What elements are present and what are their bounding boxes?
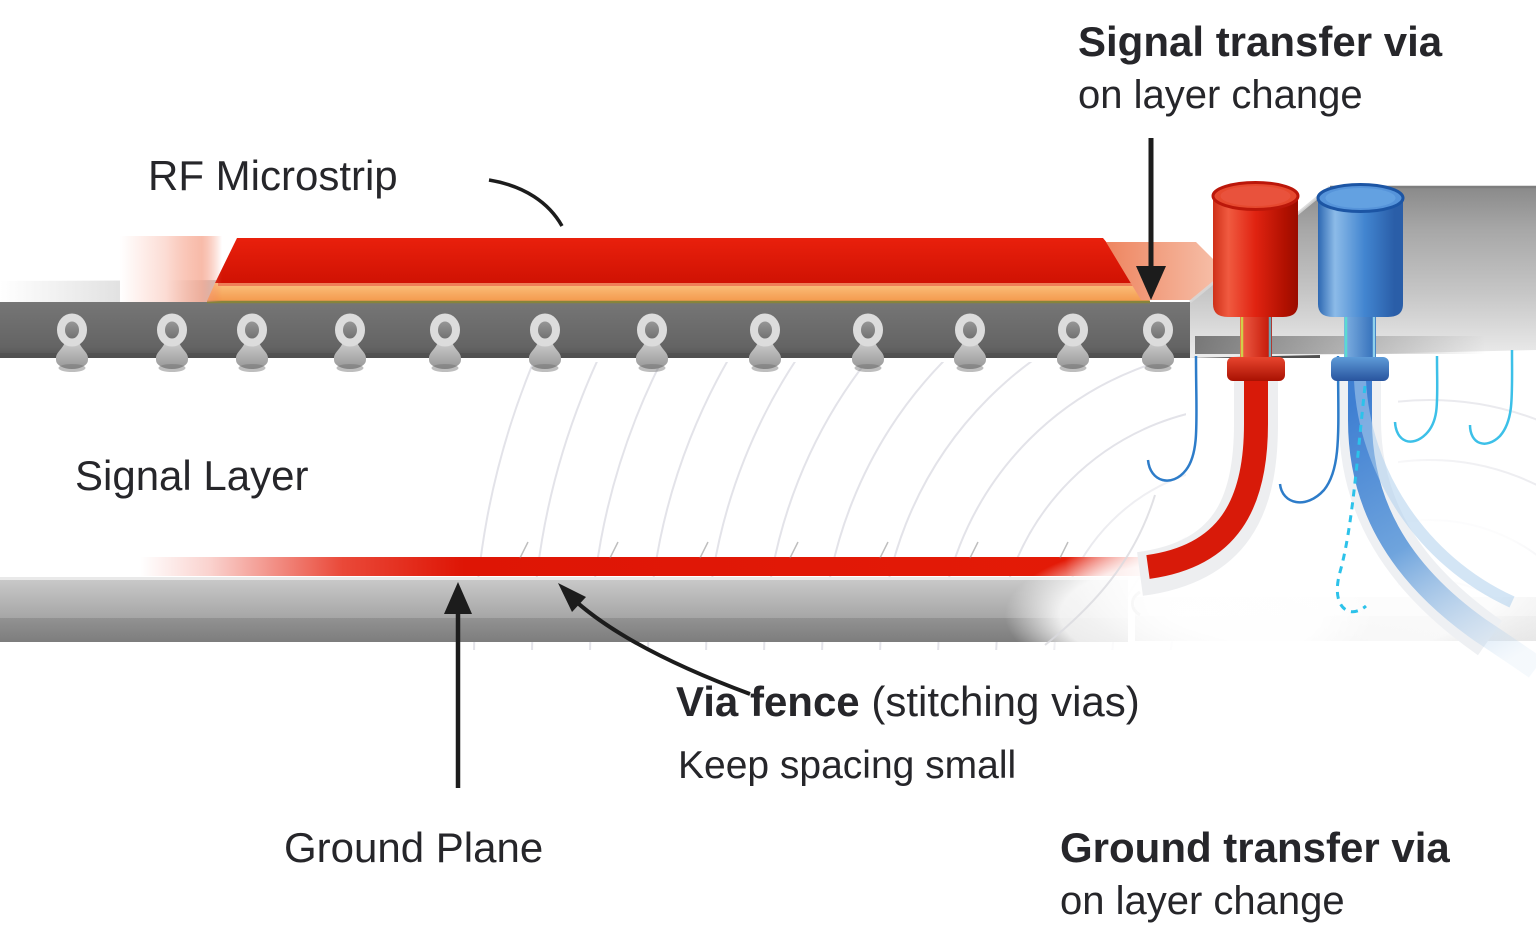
ground-transfer-via: [1316, 183, 1536, 678]
microstrip-left-fade: [120, 236, 222, 302]
signal-trace-bend: [1146, 380, 1268, 579]
rf-microstrip-label: RF Microstrip: [148, 152, 398, 199]
via-fence-arrow: [558, 583, 751, 696]
dielectric-fog: [1005, 425, 1536, 695]
rf-microstrip-strip: [120, 236, 1254, 304]
ground-transfer-via-label-line1: Ground transfer via: [1060, 824, 1450, 871]
ground-plane-arrow: [444, 582, 472, 788]
return-current-lines: [1146, 349, 1514, 504]
ground-plane-label: Ground Plane: [284, 824, 544, 871]
return-current-dashed-line: [1335, 385, 1367, 614]
signal-via-arrow: [1136, 138, 1166, 300]
signal-transfer-via: [1211, 181, 1300, 381]
signal-transfer-via-label-line2: on layer change: [1078, 73, 1363, 118]
signal-transfer-via-label: Signal transfer via on layer change: [1078, 14, 1442, 122]
ground-via-swoosh: [1348, 380, 1536, 678]
ground-plane-left: [0, 577, 1128, 642]
rf-microstrip-leader: [488, 178, 564, 227]
via-fence-label-bold: Via fence: [676, 678, 860, 725]
signal-transfer-via-label-line1: Signal transfer via: [1078, 18, 1443, 65]
ground-transfer-via-label-line2: on layer change: [1060, 879, 1345, 924]
lower-signal-trace: [140, 541, 1152, 576]
microstrip-copper: [215, 238, 1140, 283]
via-fence-subtext: Keep spacing small: [678, 744, 1017, 787]
via-fence-label: Via fence (stitching vias): [676, 674, 1140, 729]
substrate-layer: [207, 283, 1150, 301]
via-fence-label-rest: (stitching vias): [859, 678, 1140, 725]
signal-layer-label: Signal Layer: [75, 452, 309, 499]
ground-transfer-via-label: Ground transfer via on layer change: [1060, 820, 1450, 928]
annotation-arrows: [444, 138, 1166, 788]
trace-stitch-ticks: [519, 541, 1069, 559]
